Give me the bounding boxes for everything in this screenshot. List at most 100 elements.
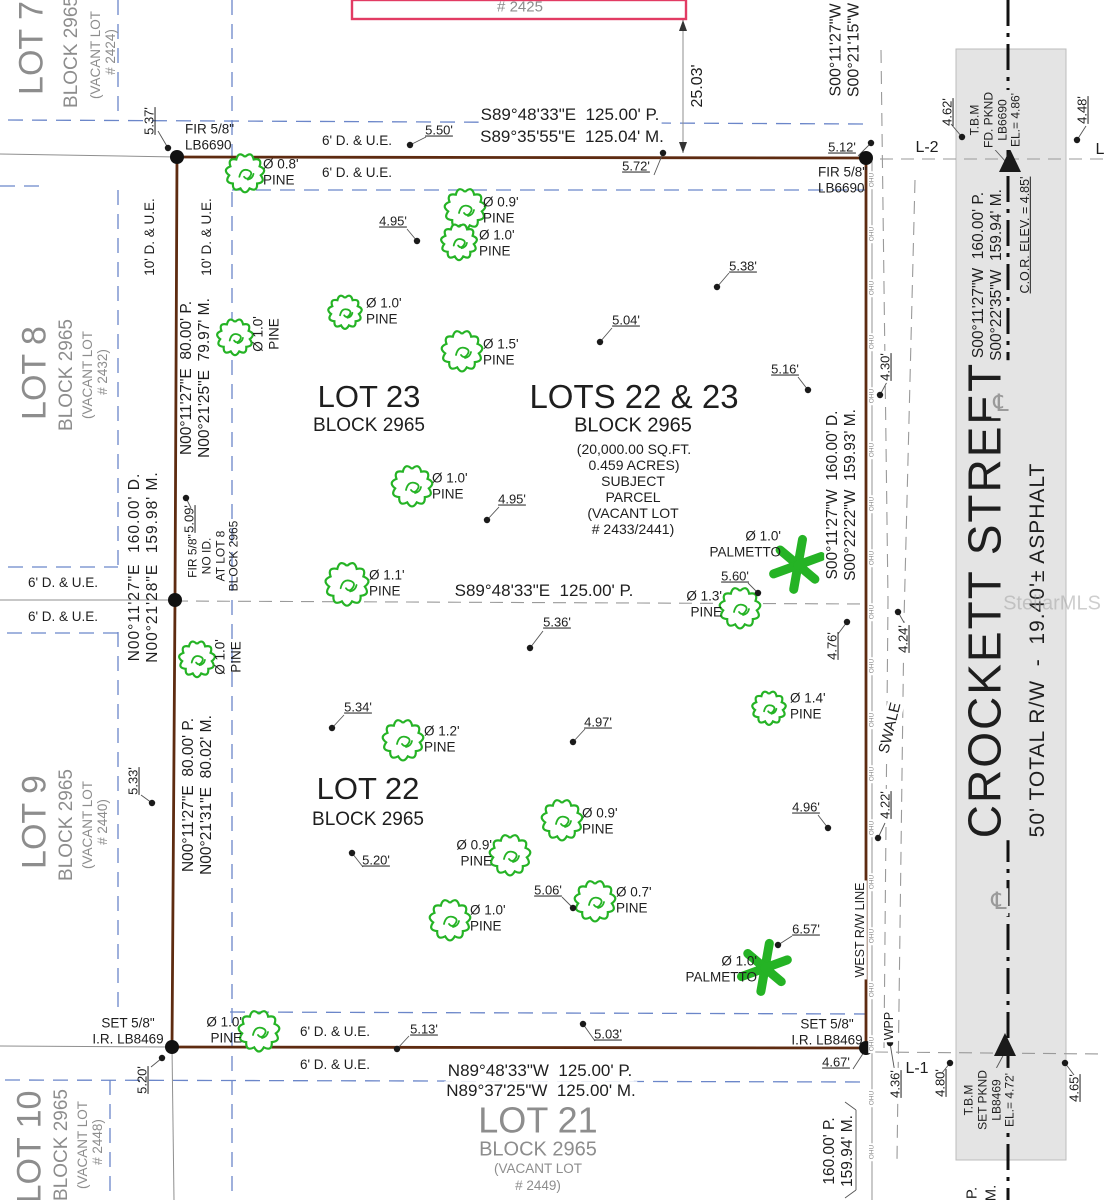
label-0-9-pine: Ø 0.9' PINE (483, 194, 519, 225)
west-rw-line-label: WEST R/W LINE (852, 880, 868, 980)
lot7-title: LOT 7 (12, 1, 51, 95)
wood-power-pole-label: WPP (881, 1009, 897, 1043)
label-2449: # 2449) (515, 1178, 561, 1194)
cor-elevation: C.O.R. ELEV. = 4.85' (1017, 174, 1033, 296)
label-1-0-pine: Ø 1.0' PINE (250, 316, 281, 352)
spot-elevation-point (526, 644, 534, 652)
label-160-00-p-159-94-m: 160.00' P. 159.94' M. (821, 1115, 856, 1187)
label-4-97: 4.97' (584, 714, 612, 730)
ohu-tick-label: OHU (868, 332, 876, 352)
ohu-tick-label: OHU (868, 1088, 876, 1108)
label-10-d-u-e: 10' D. & U.E. (142, 198, 158, 276)
label-4-76: 4.76' (824, 632, 840, 660)
line-l2-label: L-2 (913, 138, 941, 158)
spot-elevation-point (393, 1045, 401, 1053)
north-bearing-plat: S89°48'33"E 125.00' P. (478, 105, 662, 125)
label-5-33: 5.33' (125, 767, 141, 795)
pine-tree-squiggle (555, 815, 572, 828)
spot-elevation-point (569, 738, 577, 746)
label-0-9-pine: Ø 0.9' PINE (456, 837, 492, 868)
label-4-67: 4.67' (820, 1054, 852, 1071)
north-bearing-measured: S89°35'55"E 125.04' M. (478, 127, 666, 147)
centerline-symbol: ℄ (989, 888, 1009, 916)
lot10-title: LOT 10 (10, 1090, 49, 1200)
spot-elevation-point (774, 941, 782, 949)
pine-tree-squiggle (763, 704, 778, 715)
pine-tree-squiggle (455, 346, 472, 359)
parcel-area-acres: 0.459 ACRES) (588, 456, 680, 473)
label-vacant-lot: (VACANT LOT (75, 1100, 91, 1190)
ne-monument-label: FIR 5/8" LB6690 (818, 164, 868, 195)
label-1-2-pine: Ø 1.2' PINE (424, 723, 460, 754)
label-5-20: 5.20' (134, 1066, 150, 1094)
label-5-37: 5.37' (141, 107, 157, 135)
label-block-2965: BLOCK 2965 (479, 1138, 597, 1161)
label-subject: SUBJECT (601, 472, 665, 489)
label-5-03: 5.03' (594, 1026, 622, 1042)
ohu-tick-label: OHU (868, 872, 876, 892)
label-5-04: 5.04' (612, 312, 640, 328)
pine-tree-squiggle (238, 168, 255, 181)
pine-tree-squiggle (405, 481, 422, 494)
label-5-16: 5.16' (771, 361, 799, 377)
label-6-d-u-e: 6' D. & U.E. (27, 575, 99, 591)
pine-tree-symbol (178, 640, 216, 679)
line-l1-label: L-1 (903, 1059, 931, 1079)
ohu-tick-label: OHU (868, 818, 876, 838)
label-l: L (1095, 140, 1104, 158)
pine-tree-symbol (573, 880, 617, 923)
spot-elevation-point (328, 724, 336, 732)
leader-line (844, 1189, 857, 1199)
label-4-62: 4.62' (939, 98, 955, 126)
leader-line (889, 1042, 896, 1074)
ohu-tick-label: OHU (868, 278, 876, 298)
ohu-tick-label: OHU (868, 440, 876, 460)
pine-tree-symbol (440, 223, 478, 262)
pine-tree-symbol (224, 153, 266, 194)
label-6-d-u-e: 6' D. & U.E. (299, 1024, 371, 1040)
south-bearing-plat: N89°48'33"W 125.00' P. (445, 1061, 635, 1081)
label-10-d-u-e: 10' D. & U.E. (199, 198, 215, 276)
pine-tree-symbol (237, 1010, 281, 1053)
lot21-title: LOT 21 (478, 1099, 598, 1141)
lot23-title: LOT 23 (317, 379, 421, 415)
label-vacant-lot: (VACANT LOT (80, 330, 96, 420)
label-vacant-lot: (VACANT LOT (88, 10, 104, 100)
south-bearing-measured: N89°37'25"W 125.00' M. (444, 1081, 638, 1101)
label-0-7-pine: Ø 0.7' PINE (616, 884, 652, 915)
label-4-48: 4.48' (1074, 96, 1090, 124)
label-4-95: 4.95' (379, 213, 407, 229)
extension-line (171, 1046, 175, 1200)
street-row-note: 50' TOTAL R/W - 19.40'± ASPHALT (1025, 460, 1051, 840)
spot-elevation-point (1061, 1059, 1069, 1067)
pine-tree-symbol (428, 899, 472, 942)
pine-tree-symbol (216, 318, 254, 357)
parcel-boundary (171, 1045, 867, 1050)
ohu-tick-label: OHU (868, 710, 876, 730)
spot-elevation-point (843, 618, 851, 626)
leader-line (157, 130, 169, 149)
spot-elevation-point (406, 141, 414, 149)
dimension-arrow (679, 142, 687, 153)
reference-dashed-line (874, 1051, 1104, 1055)
nw-monument-label: FIR 5/8" LB6690 (185, 121, 235, 152)
label-5-34: 5.34' (344, 699, 372, 715)
label-5-38: 5.38' (729, 258, 757, 274)
boundary-monument (170, 150, 184, 164)
label-block-2965: BLOCK 2965 (56, 319, 78, 431)
ohu-tick-label: OHU (868, 764, 876, 784)
ohu-tick-label: OHU (868, 926, 876, 946)
label-block-2965: BLOCK 2965 (61, 0, 83, 108)
reference-dashed-line (896, 179, 916, 1161)
label-2440: # 2440) (95, 799, 111, 845)
spot-elevation-point (148, 799, 156, 807)
pine-tree-squiggle (733, 603, 750, 616)
pine-tree-squiggle (452, 238, 468, 250)
watermark: StellarMLS (1003, 592, 1101, 615)
ohu-tick-label: OHU (868, 980, 876, 1000)
interior-line-bearing: S89°48'33"E 125.00' P. (452, 581, 636, 601)
label-4-96: 4.96' (792, 799, 820, 815)
building-number: # 2425 (497, 0, 543, 16)
label-1-0-pine: Ø 1.0' PINE (212, 639, 243, 675)
label-s00-11-27-w-s00-21-15-w: S00°11'27"W S00°21'15"W (827, 2, 863, 98)
